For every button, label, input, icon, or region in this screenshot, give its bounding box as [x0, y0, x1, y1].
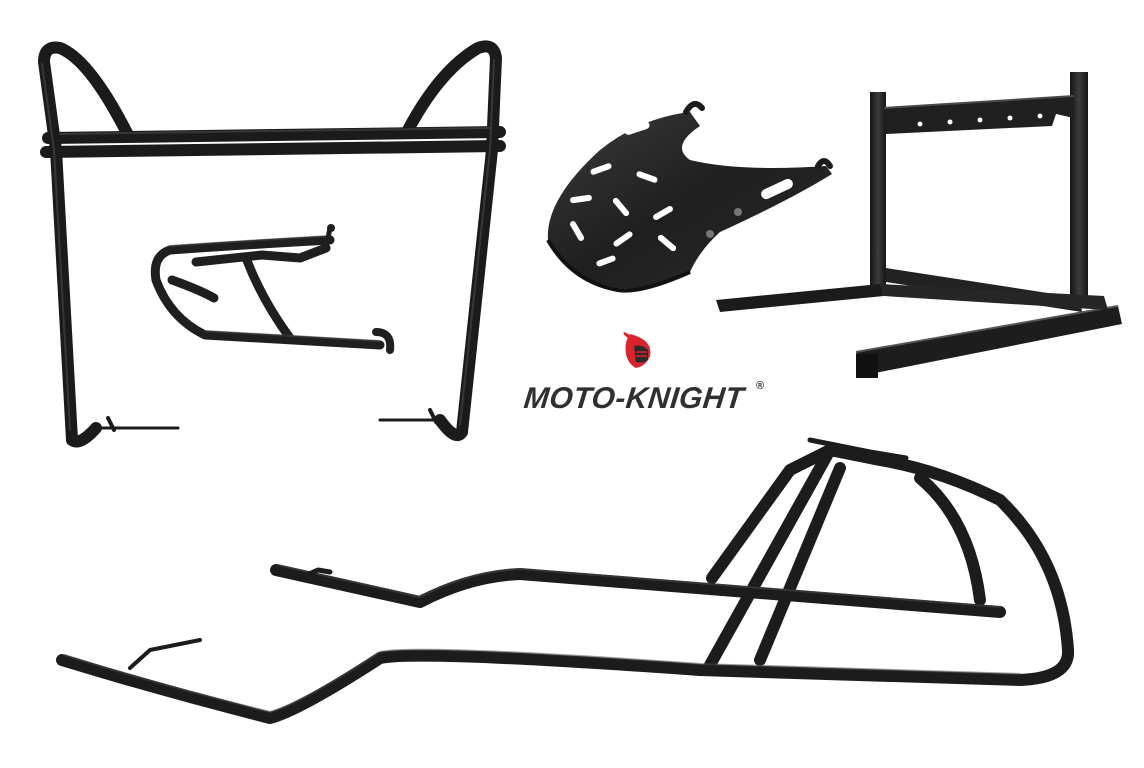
crash-guard-icon — [150, 224, 395, 354]
top-rack-frame-icon — [38, 40, 506, 448]
knight-helmet-icon — [623, 332, 651, 368]
brand-name: MOTO-KNIGHT — [522, 382, 746, 415]
brand-block: MOTO-KNIGHT ® — [520, 330, 770, 420]
luggage-plate-icon — [546, 100, 833, 293]
saddle-stay-frame-icon — [56, 437, 1075, 724]
registered-mark: ® — [756, 380, 765, 392]
paddock-stand-icon — [716, 72, 1122, 378]
